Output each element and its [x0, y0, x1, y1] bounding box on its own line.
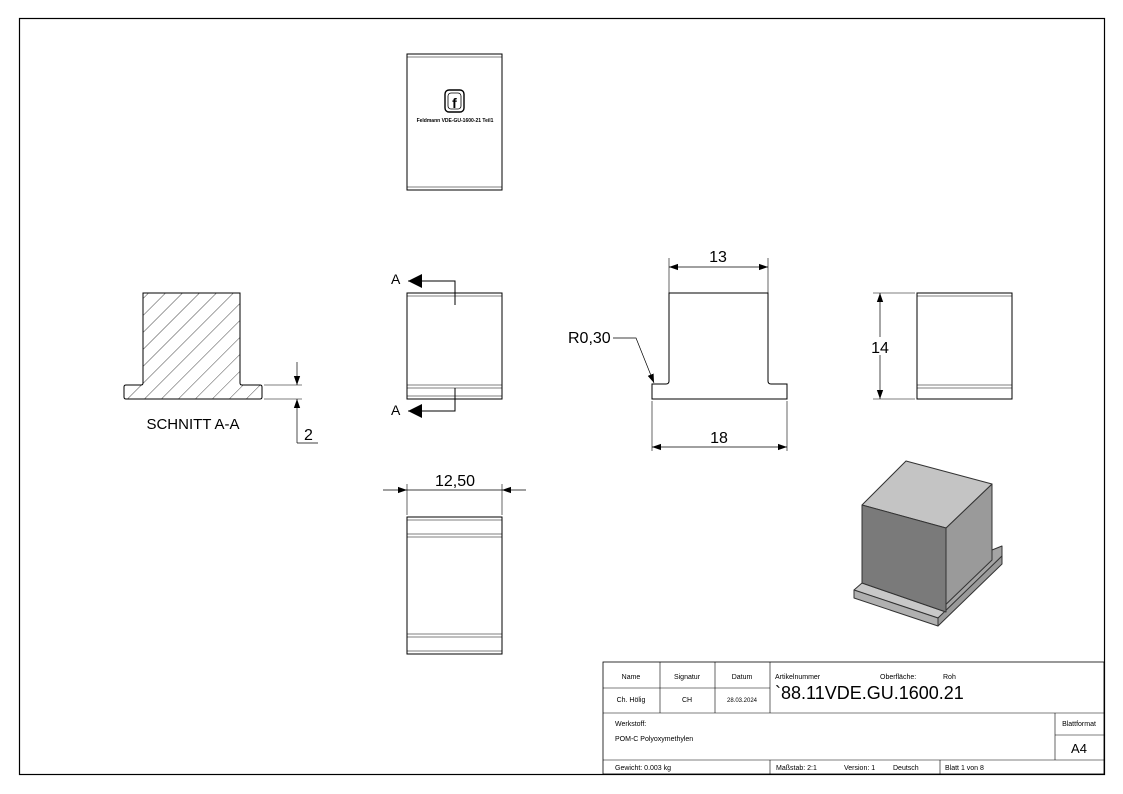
tb-surface-value: Roh [943, 674, 956, 681]
sheet-border [18, 17, 1106, 776]
logo-letter: f [452, 95, 457, 111]
tb-material-label: Werkstoff: [615, 721, 646, 728]
title-block-text: Name Signatur Datum Ch. Hölig CH 28.03.2… [615, 674, 1096, 772]
dim-flange-text: 2 [304, 427, 313, 444]
right-view: 14 [868, 292, 1013, 400]
isometric-view [853, 460, 1003, 627]
cut-label-top: A [391, 271, 401, 287]
bottom-view: 12,50 [383, 473, 526, 655]
tb-version: Version: 1 [844, 765, 875, 772]
front-view: A A [391, 271, 503, 418]
dim-bottom-width-text: 12,50 [435, 473, 475, 490]
tb-weight: Gewicht: 0.003 kg [615, 765, 671, 772]
tb-value-date: 28.03.2024 [727, 698, 758, 704]
tb-material-value: POM-C Polyoxymethylen [615, 736, 693, 743]
tb-sheet-number: Blatt 1 von 8 [945, 765, 984, 772]
tb-value-signature: CH [682, 697, 692, 704]
dim-radius-text: R0,30 [568, 330, 611, 347]
side-view: 13 18 R0,30 [568, 249, 788, 451]
cut-label-bottom: A [391, 402, 401, 418]
feldmann-logo-icon: f [444, 89, 465, 113]
tb-sheet-format-value: A4 [1071, 741, 1087, 756]
tb-scale: Maßstab: 2:1 [776, 765, 817, 772]
dim-base-width-text: 18 [710, 430, 728, 447]
tb-header-date: Datum [732, 674, 753, 681]
tb-language: Deutsch [893, 765, 919, 772]
tb-value-name: Ch. Hölig [617, 697, 646, 704]
tb-header-name: Name [622, 674, 641, 681]
side-profile [651, 292, 788, 400]
top-view: f Feldmann VDE-GU-1600-21 Teil1 [406, 53, 503, 191]
section-view: 2 SCHNITT A-A [123, 292, 318, 444]
tb-article-label: Artikelnummer [775, 674, 821, 681]
section-title: SCHNITT A-A [146, 416, 239, 433]
tb-surface-label: Oberfläche: [880, 674, 916, 681]
tb-sheet-format-label: Blattformat [1062, 721, 1096, 728]
tb-article-number: `88.11VDE.GU.1600.21 [775, 683, 964, 703]
dim-height-text: 14 [871, 340, 889, 357]
section-hatch [123, 292, 263, 400]
dim-top-width-text: 13 [709, 249, 727, 266]
title-block [602, 661, 1105, 775]
tb-header-signature: Signatur [674, 674, 701, 681]
engraving-text: Feldmann VDE-GU-1600-21 Teil1 [417, 118, 494, 124]
